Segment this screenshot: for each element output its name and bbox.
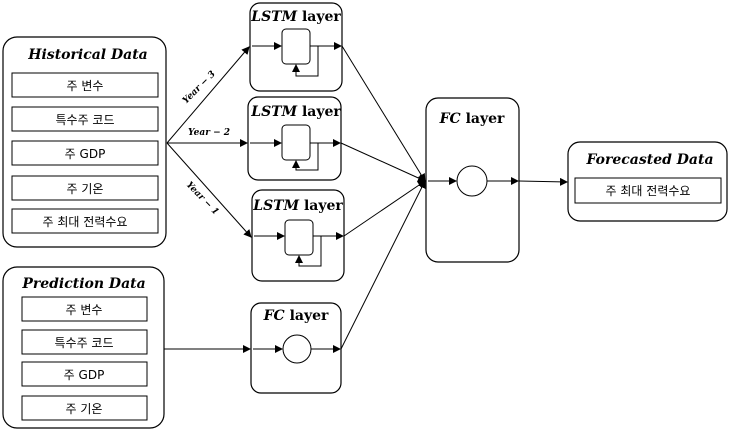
- prediction-item-3: 주 GDP: [64, 368, 105, 382]
- fc-main-title-rest: layer: [461, 111, 505, 127]
- fc-layer-prediction: FC layer: [250, 302, 342, 394]
- lstm-1-cell: [281, 28, 311, 65]
- lstm-1-title-italic: LSTM: [250, 9, 297, 25]
- edge-label-year-3: Year − 3: [181, 69, 218, 106]
- edge-label-year-2: Year − 2: [188, 128, 230, 138]
- edge-lstm1-fc: [341, 45, 426, 182]
- lstm-layer-2: LSTM layer: [247, 96, 342, 181]
- edge-hist-lstm3: [166, 142, 252, 238]
- forecast-item: 주 최대 전력수요: [606, 184, 691, 198]
- fc-main-title-italic: FC: [439, 111, 461, 127]
- fc-pred-title-rest: layer: [285, 308, 329, 324]
- lstm-2-title-rest: layer: [297, 104, 341, 120]
- lstm-2-title-italic: LSTM: [250, 104, 297, 120]
- fc-pred-neuron: [282, 334, 312, 364]
- edge-label-year-1: Year − 1: [184, 180, 220, 217]
- historical-item-2: 특수주 코드: [55, 113, 114, 127]
- lstm-3-title-rest: layer: [299, 198, 343, 214]
- svg-text:LSTM layer: LSTM layer: [250, 104, 341, 120]
- lstm-1-title-rest: layer: [297, 9, 341, 25]
- historical-title: Historical Data: [27, 47, 147, 63]
- fc-layer-main: FC layer: [425, 97, 520, 263]
- historical-data-block: Historical Data 주 변수 특수주 코드 주 GDP 주 기온 주…: [2, 36, 167, 248]
- edge-lstm3-fc: [343, 180, 426, 237]
- svg-text:FC layer: FC layer: [263, 308, 329, 324]
- edge-hist-lstm1: [166, 46, 250, 144]
- prediction-item-2: 특수주 코드: [54, 336, 113, 350]
- edge-fcpred-fc: [340, 180, 426, 350]
- fc-main-neuron: [456, 165, 488, 197]
- svg-text:FC layer: FC layer: [439, 111, 505, 127]
- fc-pred-title-italic: FC: [263, 308, 285, 324]
- lstm-3-cell: [284, 219, 314, 256]
- lstm-2-cell: [281, 124, 311, 161]
- lstm-3-title-italic: LSTM: [252, 198, 299, 214]
- lstm-layer-3: LSTM layer: [251, 189, 345, 282]
- lstm-layer-1: LSTM layer: [249, 2, 343, 92]
- forecasted-data-block: Forecasted Data 주 최대 전력수요: [567, 141, 728, 222]
- prediction-item-1: 주 변수: [66, 303, 103, 317]
- forecast-title: Forecasted Data: [585, 152, 713, 168]
- historical-item-1: 주 변수: [67, 79, 104, 93]
- edge-lstm2-fc: [340, 142, 426, 182]
- historical-item-4: 주 기온: [67, 182, 104, 196]
- prediction-item-4: 주 기온: [66, 402, 103, 416]
- prediction-data-block: Prediction Data 주 변수 특수주 코드 주 GDP 주 기온: [2, 266, 165, 429]
- connectors: [164, 45, 568, 353]
- prediction-title: Prediction Data: [21, 276, 145, 292]
- svg-text:LSTM layer: LSTM layer: [250, 9, 341, 25]
- edge-fc-forecast: [518, 177, 568, 186]
- svg-text:LSTM layer: LSTM layer: [252, 198, 343, 214]
- historical-item-5: 주 최대 전력수요: [43, 215, 128, 229]
- historical-item-3: 주 GDP: [65, 147, 106, 161]
